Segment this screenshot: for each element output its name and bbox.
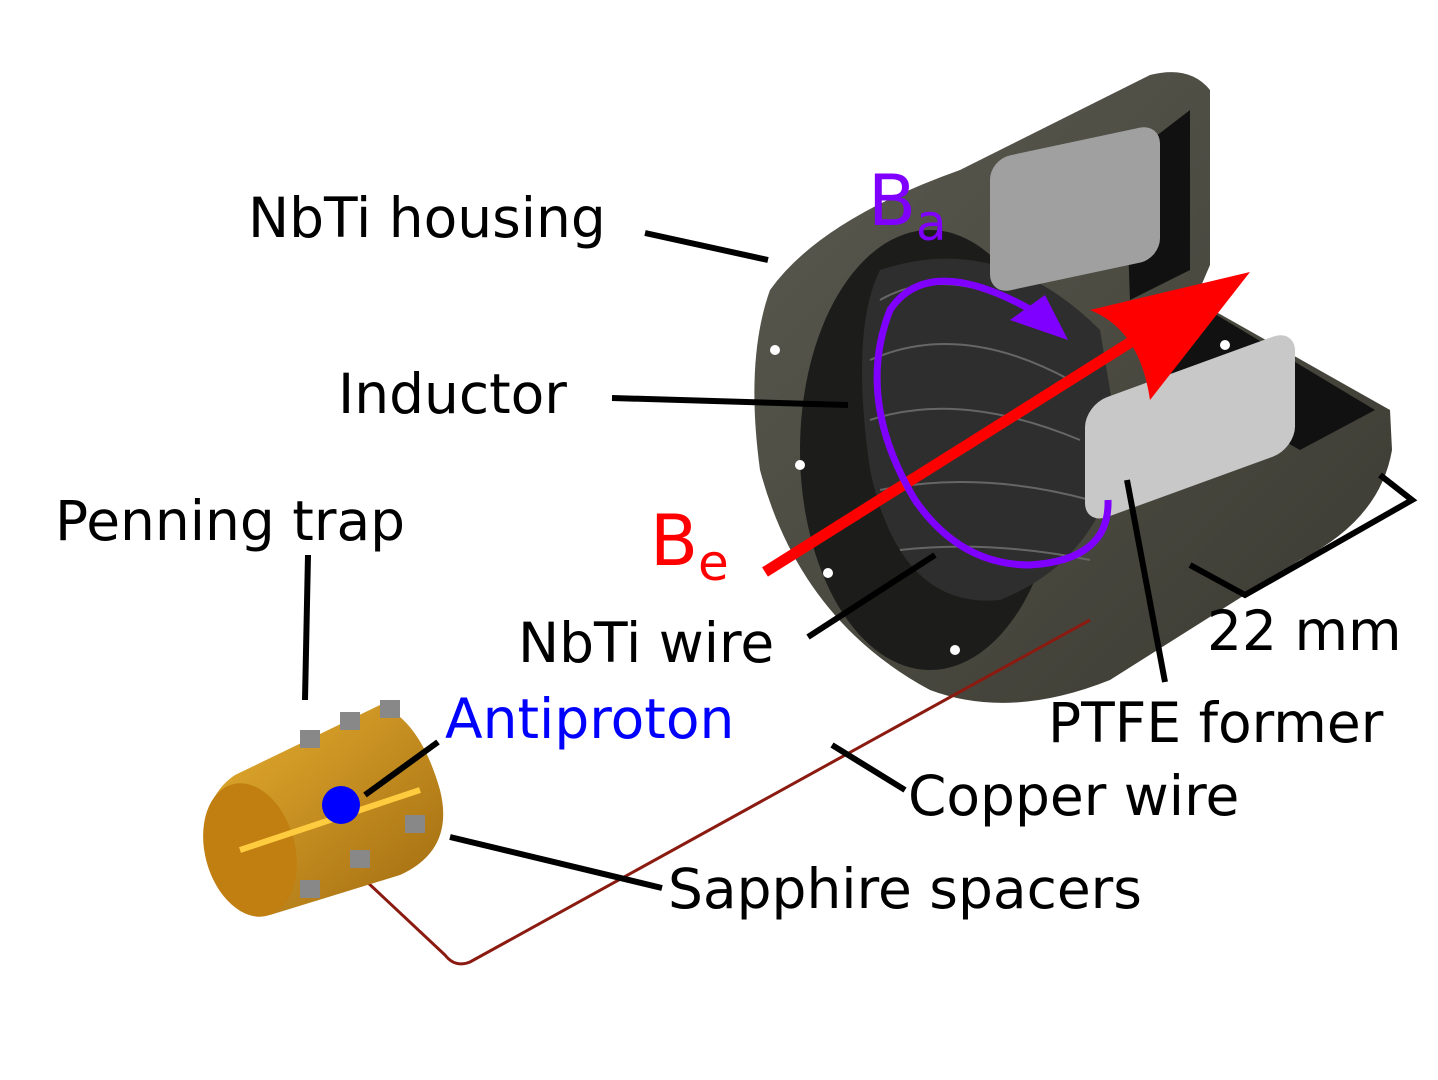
label-inductor: Inductor xyxy=(338,362,567,426)
label-nbti-wire: NbTi wire xyxy=(518,611,774,675)
label-ba: Ba xyxy=(868,160,947,252)
label-ptfe-former: PTFE former xyxy=(1048,691,1384,755)
be-field-arrow xyxy=(762,272,1250,577)
ba-main: B xyxy=(868,160,916,242)
ba-sub: a xyxy=(916,194,947,252)
label-be: Be xyxy=(650,500,729,592)
label-copper-wire: Copper wire xyxy=(908,764,1239,828)
label-antiproton: Antiproton xyxy=(445,687,734,751)
label-nbti-housing: NbTi housing xyxy=(248,186,606,250)
ba-field-arrow xyxy=(873,277,1112,569)
be-main: B xyxy=(650,500,698,582)
label-penning-trap: Penning trap xyxy=(55,489,405,553)
label-sapphire-spacers: Sapphire spacers xyxy=(668,857,1142,921)
copper-wire xyxy=(363,618,1091,966)
be-sub: e xyxy=(698,534,729,592)
label-dimension: 22 mm xyxy=(1207,599,1402,663)
antiproton-dot xyxy=(322,786,360,824)
penning-trap xyxy=(203,700,444,917)
leader-lines xyxy=(302,230,1418,891)
